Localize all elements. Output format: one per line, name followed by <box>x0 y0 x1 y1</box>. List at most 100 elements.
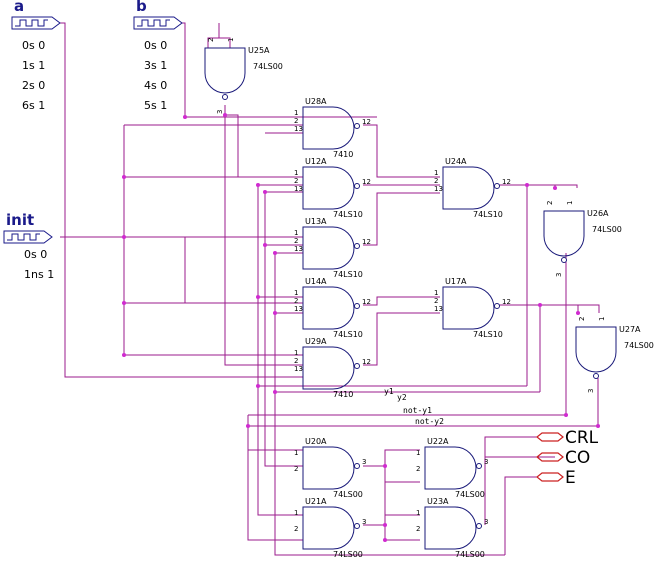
pin-number: 3 <box>362 518 366 526</box>
pin-number: 2 <box>294 177 298 185</box>
inverter-bubble <box>354 463 360 469</box>
wire-junction <box>263 190 267 194</box>
inverter-bubble <box>354 123 360 129</box>
stimulus-value: 6s 1 <box>22 99 45 112</box>
port-co: CO <box>536 448 590 468</box>
stimulus-symbol <box>3 230 53 244</box>
pin-number: 1 <box>227 38 235 42</box>
pin-number: 1 <box>294 349 298 357</box>
wire-junction <box>383 464 387 468</box>
wire <box>60 236 303 356</box>
port-crl: CRL <box>536 428 599 448</box>
pin-number: 12 <box>362 178 371 186</box>
gate-body <box>442 166 495 210</box>
pin-number: 1 <box>434 169 438 177</box>
gate-ref: U13A <box>305 217 327 226</box>
gate-part: 74LS00 <box>455 550 485 559</box>
wire <box>484 456 537 525</box>
gate-body <box>302 286 355 330</box>
wire-junction <box>596 424 600 428</box>
inverter-bubble <box>476 523 482 529</box>
inverter-bubble <box>354 363 360 369</box>
net-label: y2 <box>397 393 407 402</box>
wire <box>363 449 420 467</box>
gate-ref: U28A <box>305 97 327 106</box>
wire <box>363 524 420 541</box>
pin-number: 1 <box>294 109 298 117</box>
pin-number: 3 <box>484 518 488 526</box>
wire-junction <box>122 235 126 239</box>
inverter-bubble <box>494 303 500 309</box>
gate-body <box>302 346 355 390</box>
wire <box>264 191 303 467</box>
gate-ref: U17A <box>445 277 467 286</box>
stimulus-value: 4s 0 <box>144 79 167 92</box>
inverter-bubble <box>561 257 567 263</box>
gate-body <box>575 326 617 373</box>
pin-number: 1 <box>294 509 298 517</box>
pin-number: 12 <box>362 358 371 366</box>
wire-junction <box>383 523 387 527</box>
pin-number: 3 <box>484 458 488 466</box>
gate-ref: U22A <box>427 437 449 446</box>
gate-part: 74LS00 <box>624 341 654 350</box>
wire <box>60 22 303 378</box>
wire <box>248 253 567 416</box>
stimulus-value: 0s 0 <box>144 39 167 52</box>
pin-number: 13 <box>294 125 303 133</box>
pin-number: 2 <box>294 117 298 125</box>
pin-number: 12 <box>502 178 511 186</box>
port-symbol <box>536 472 564 482</box>
wire-junction <box>122 301 126 305</box>
wire-junction <box>553 186 557 190</box>
wire <box>247 426 303 541</box>
wire-junction <box>273 251 277 255</box>
wire-junction <box>223 113 227 117</box>
gate-part: 74LS10 <box>333 330 363 339</box>
junctions <box>122 113 600 542</box>
stimulus-value: 1ns 1 <box>24 268 54 281</box>
wire-junction <box>538 303 542 307</box>
gate-body <box>424 506 477 550</box>
pin-number: 13 <box>294 245 303 253</box>
gate-body <box>302 106 355 150</box>
gate-part: 74LS10 <box>473 330 503 339</box>
stimulus-name: init <box>6 211 34 229</box>
wire-junction <box>525 183 529 187</box>
pin-number: 13 <box>434 305 443 313</box>
wire <box>504 476 537 555</box>
stimulus-value: 3s 1 <box>144 59 167 72</box>
gate-body <box>302 226 355 270</box>
gate-part: 74LS00 <box>333 490 363 499</box>
inverter-bubble <box>593 373 599 379</box>
pin-number: 1 <box>416 449 420 457</box>
gate-body <box>302 446 355 490</box>
stimulus-value: 1s 1 <box>22 59 45 72</box>
pin-number: 12 <box>362 118 371 126</box>
pin-number: 3 <box>587 389 595 393</box>
stimulus-value: 2s 0 <box>22 79 45 92</box>
waveform-icon <box>15 19 48 27</box>
pin-number: 2 <box>294 525 298 533</box>
gate-body <box>424 446 477 490</box>
inverter-bubble <box>494 183 500 189</box>
gate-body <box>302 166 355 210</box>
pin-number: 12 <box>502 298 511 306</box>
gate-ref: U25A <box>248 46 270 55</box>
pin-number: 2 <box>294 465 298 473</box>
inverter-bubble <box>222 94 228 100</box>
inverter-bubble <box>354 183 360 189</box>
waveform-icon <box>7 233 40 241</box>
inverter-bubble <box>354 243 360 249</box>
